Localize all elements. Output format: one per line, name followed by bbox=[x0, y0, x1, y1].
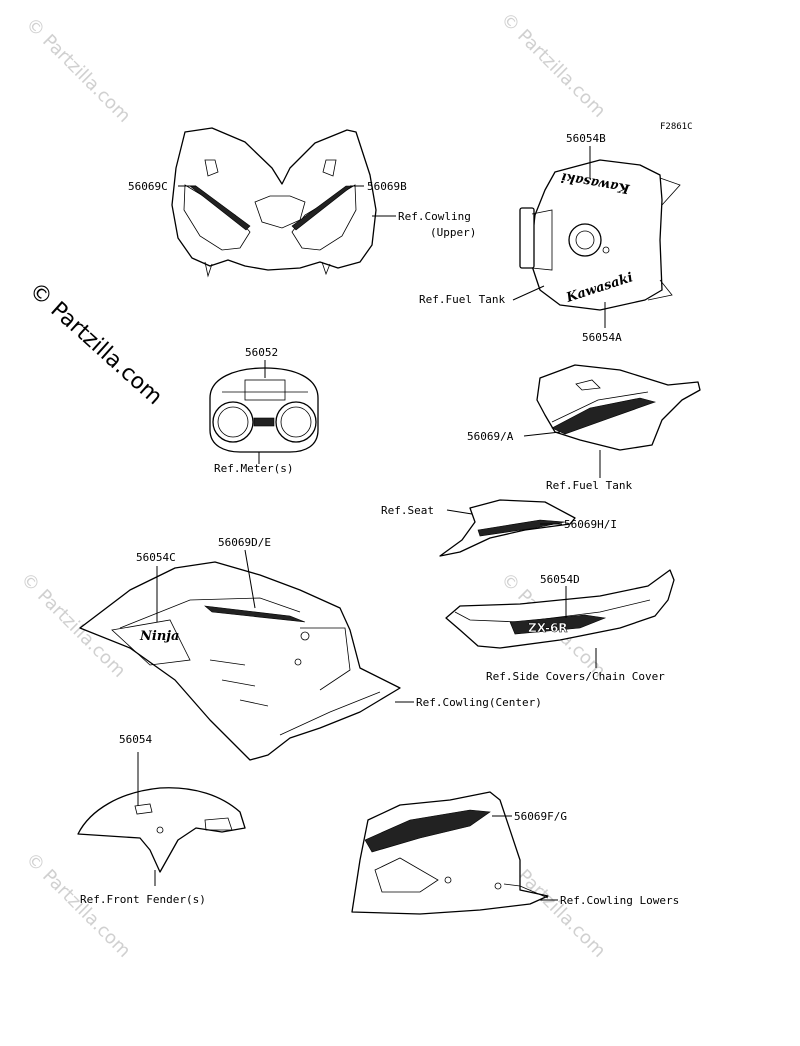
faint-watermark-top-right: © Partzilla.com bbox=[496, 9, 609, 122]
label-56069A: 56069/A bbox=[467, 430, 514, 443]
partzilla-watermark: © Partzilla.com bbox=[24, 278, 167, 410]
decal-56069B-stripe bbox=[291, 185, 353, 231]
label-56054: 56054 bbox=[119, 733, 152, 746]
label-56052: 56052 bbox=[245, 346, 278, 359]
faint-watermark-top-left: © Partzilla.com bbox=[21, 14, 134, 127]
fuel-tank-side bbox=[536, 364, 701, 451]
fuel-tank-top: Kawasaki Kawasaki bbox=[519, 159, 681, 311]
label-ref-cowling-lowers: Ref.Cowling Lowers bbox=[560, 894, 679, 907]
label-ref-cowling-upper-2: (Upper) bbox=[430, 226, 476, 239]
meter bbox=[209, 367, 319, 453]
ninja-decal-56054C: Ninja bbox=[139, 629, 179, 644]
upper-cowling bbox=[171, 127, 377, 278]
label-56069B: 56069B bbox=[367, 180, 407, 193]
label-ref-meter: Ref.Meter(s) bbox=[214, 462, 293, 475]
front-fender bbox=[77, 787, 246, 873]
label-ref-fuel-tank-1: Ref.Fuel Tank bbox=[419, 293, 505, 306]
label-ref-cowling-center: Ref.Cowling(Center) bbox=[416, 696, 542, 709]
label-56069DE: 56069D/E bbox=[218, 536, 271, 549]
label-ref-cowling-upper: Ref.Cowling bbox=[398, 210, 471, 223]
label-ref-fuel-tank-2: Ref.Fuel Tank bbox=[546, 479, 632, 492]
figure-code: F2861C bbox=[660, 122, 693, 132]
label-56069HI: 56069H/I bbox=[564, 518, 617, 531]
label-ref-front-fender: Ref.Front Fender(s) bbox=[80, 893, 206, 906]
label-56054C: 56054C bbox=[136, 551, 176, 564]
side-cover-decal-56054D: ZX-6R bbox=[528, 621, 568, 635]
label-56054A: 56054A bbox=[582, 331, 622, 344]
label-56069C: 56069C bbox=[128, 180, 168, 193]
lower-cowling bbox=[351, 791, 549, 915]
center-cowling: Ninja bbox=[79, 561, 401, 761]
label-56054B: 56054B bbox=[566, 132, 606, 145]
side-covers: ZX-6R bbox=[445, 569, 675, 649]
label-ref-side-covers: Ref.Side Covers/Chain Cover bbox=[486, 670, 665, 683]
label-56054D: 56054D bbox=[540, 573, 580, 586]
label-ref-seat: Ref.Seat bbox=[381, 504, 434, 517]
label-56069FG: 56069F/G bbox=[514, 810, 567, 823]
seat-cowl bbox=[439, 499, 576, 557]
